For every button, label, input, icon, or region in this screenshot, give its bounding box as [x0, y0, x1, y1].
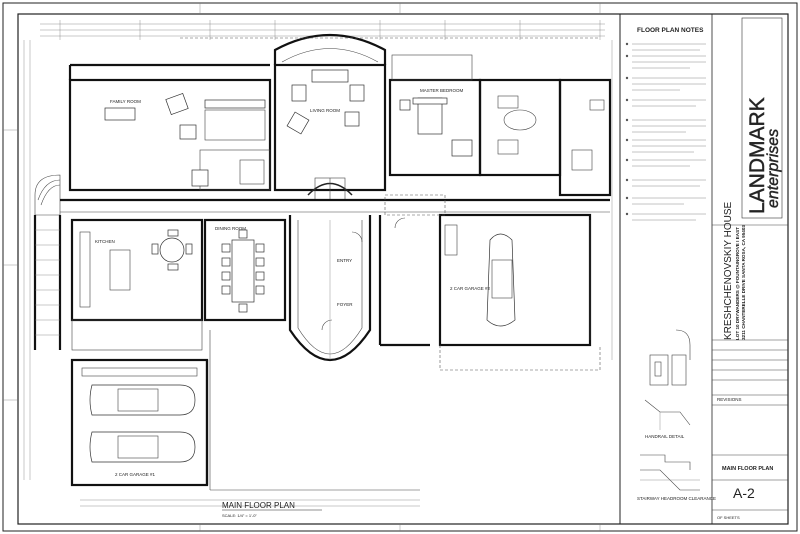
room-label-living: LIVING ROOM	[310, 108, 340, 113]
living-room-bay	[273, 34, 387, 65]
garage-1-car-top	[89, 384, 196, 416]
border-ticks	[3, 3, 601, 531]
notes-list	[625, 42, 629, 216]
garage-2-car	[486, 233, 516, 327]
notes-text-lines	[632, 43, 706, 221]
project-name: KRESHCHENOVSKIY HOUSE	[723, 201, 734, 340]
room-label-master: MASTER BEDROOM	[420, 88, 464, 93]
kitchen-walls	[70, 218, 204, 322]
garage-1-walls	[70, 358, 209, 487]
porch-outlines	[180, 37, 601, 371]
room-label-entry: ENTRY	[337, 258, 352, 263]
sheet-title: MAIN FLOOR PLAN	[722, 466, 773, 472]
firm-logo-box	[741, 17, 783, 219]
sheet-of: OF SHEETS	[717, 515, 740, 520]
sheet-number: A-2	[733, 485, 755, 501]
title-block-rules	[712, 224, 788, 511]
upper-rooms	[68, 34, 612, 201]
kitchen-dining	[70, 218, 287, 351]
room-label-family: FAMILY ROOM	[110, 99, 141, 104]
family-room-walls	[68, 78, 272, 192]
drawing-scale: SCALE: 1/4" = 1'-0"	[222, 513, 257, 518]
room-label-garage-2: 2 CAR GARAGE #2	[450, 286, 491, 291]
room-label-kitchen: KITCHEN	[95, 239, 115, 244]
room-label-dining: DINING ROOM	[215, 226, 246, 231]
garage-1-car-bottom	[89, 431, 196, 463]
entry-foyer	[288, 215, 430, 362]
project-address-line1: LOT 10 DRYWANDERS @ FOUNTAINGROVE I EAST	[735, 227, 740, 340]
left-stair	[33, 174, 62, 350]
drawing-frame	[17, 13, 789, 525]
project-title-group: KRESHCHENOVSKIY HOUSE LOT 10 DRYWANDERS …	[723, 201, 746, 340]
drawing-title: MAIN FLOOR PLAN	[222, 501, 295, 510]
project-address-line2: 3211 CHANTERELLE DRIVE SANTA ROSA, CA 95…	[741, 225, 746, 340]
firm-logo: LANDMARK enterprises	[746, 97, 783, 214]
room-label-foyer: FOYER	[337, 302, 353, 307]
room-label-garage-1: 2 CAR GARAGE #1	[115, 472, 156, 477]
firm-name-line2: enterprises	[765, 129, 782, 208]
garage-1	[70, 330, 420, 491]
garage-2-walls	[438, 213, 592, 347]
master-bath-walls	[478, 78, 562, 177]
notes-heading: FLOOR PLAN NOTES	[637, 27, 704, 34]
garage-2	[438, 213, 592, 347]
detail-figures	[640, 329, 700, 491]
revisions-heading: REVISIONS	[717, 397, 742, 402]
dining-room-walls	[203, 218, 287, 322]
firm-name-line1: LANDMARK	[746, 97, 769, 214]
detail-handrail-label: HANDRAIL DETAIL	[645, 434, 685, 439]
detail-stair-label: STAIRWAY HEADROOM CLEARANCE	[637, 496, 716, 501]
